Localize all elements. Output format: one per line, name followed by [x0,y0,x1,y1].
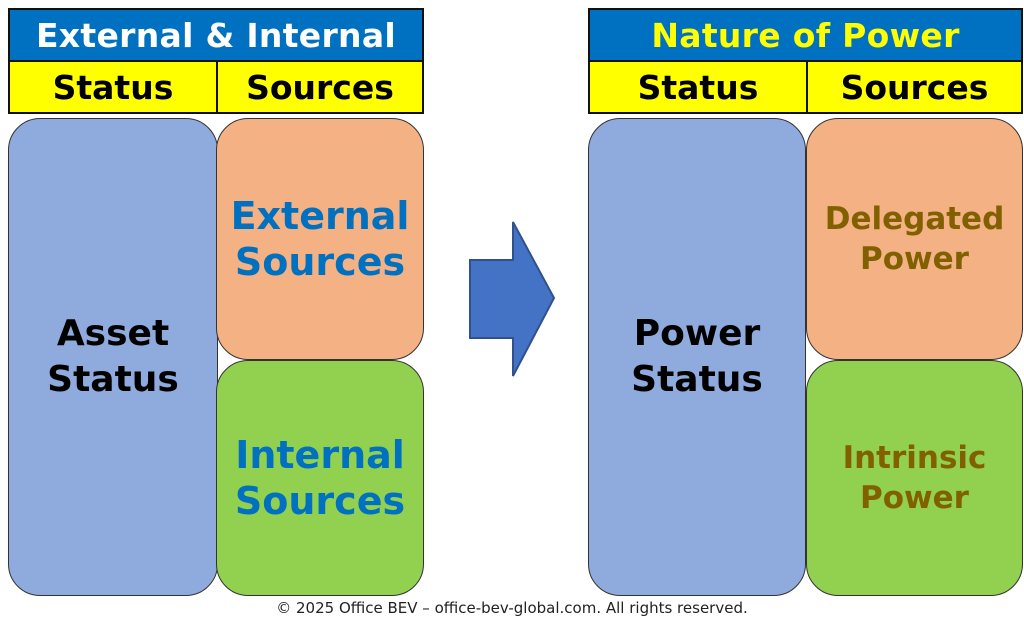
right-arrow-icon [469,221,556,377]
right-status-header: Status [588,60,808,114]
copyright-footer: © 2025 Office BEV – office-bev-global.co… [276,599,748,617]
power-status-box: Power Status [588,118,806,596]
right-title: Nature of Power [588,8,1023,62]
left-title: External & Internal [8,8,424,62]
left-status-header: Status [8,60,218,114]
intrinsic-power-box: Intrinsic Power [806,360,1023,596]
left-sources-header: Sources [216,60,424,114]
right-sources-header: Sources [806,60,1023,114]
left-title-text: External & Internal [35,15,397,55]
delegated-power-box: Delegated Power [806,118,1023,360]
external-sources-box: External Sources [216,118,424,360]
asset-status-box: Asset Status [8,118,218,596]
right-title-text: Nature of Power [651,15,960,55]
internal-sources-box: Internal Sources [216,360,424,596]
